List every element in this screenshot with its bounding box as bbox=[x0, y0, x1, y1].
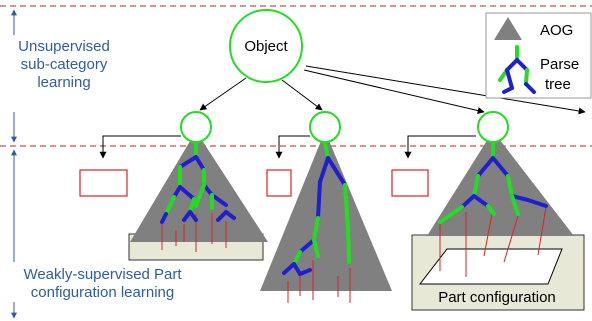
parse-tree-right bbox=[438, 141, 548, 224]
weakly-supervised-label-line1: Weakly-supervised Part bbox=[23, 266, 182, 283]
part-lines-middle bbox=[287, 260, 351, 303]
unsupervised-label-line2: sub-category bbox=[20, 56, 108, 73]
root-node-label: Object bbox=[244, 38, 288, 55]
parse-tree-middle bbox=[282, 141, 351, 276]
root-node bbox=[229, 9, 303, 83]
aog-triangle-middle bbox=[260, 131, 392, 291]
unsupervised-section-label: Unsupervised sub-category learning bbox=[0, 38, 128, 92]
subcategory-node-middle bbox=[309, 111, 341, 143]
child-to-box-edges bbox=[99, 135, 476, 159]
part-configuration-label: Part configuration bbox=[438, 289, 556, 306]
legend-aog-icon bbox=[494, 17, 522, 40]
part-configuration-plane bbox=[418, 248, 563, 285]
weakly-supervised-section-label: Weakly-supervised Part configuration lea… bbox=[0, 266, 205, 302]
subcategory-box-right bbox=[391, 169, 429, 197]
aog-triangle-right bbox=[427, 131, 574, 236]
subcategory-box-left bbox=[79, 169, 128, 197]
legend-parse-label-line2: tree bbox=[545, 76, 571, 93]
aog-triangle-left bbox=[130, 131, 268, 242]
legend: AOG Parse tree bbox=[485, 12, 592, 99]
weakly-supervised-label-line2: configuration learning bbox=[30, 284, 175, 301]
subcategory-node-left bbox=[180, 111, 212, 143]
unsupervised-label-line1: Unsupervised bbox=[18, 38, 110, 55]
legend-parse-tree-icon bbox=[498, 45, 536, 94]
legend-aog-label: AOG bbox=[540, 22, 573, 39]
legend-parse-label-line1: Parse bbox=[540, 56, 579, 73]
subcategory-node-right bbox=[477, 111, 509, 143]
root-edges bbox=[199, 65, 586, 115]
parse-tree-left bbox=[160, 141, 236, 224]
unsupervised-label-line3: learning bbox=[37, 74, 91, 91]
part-lines-right bbox=[439, 206, 547, 277]
subcategory-box-middle bbox=[266, 169, 292, 197]
